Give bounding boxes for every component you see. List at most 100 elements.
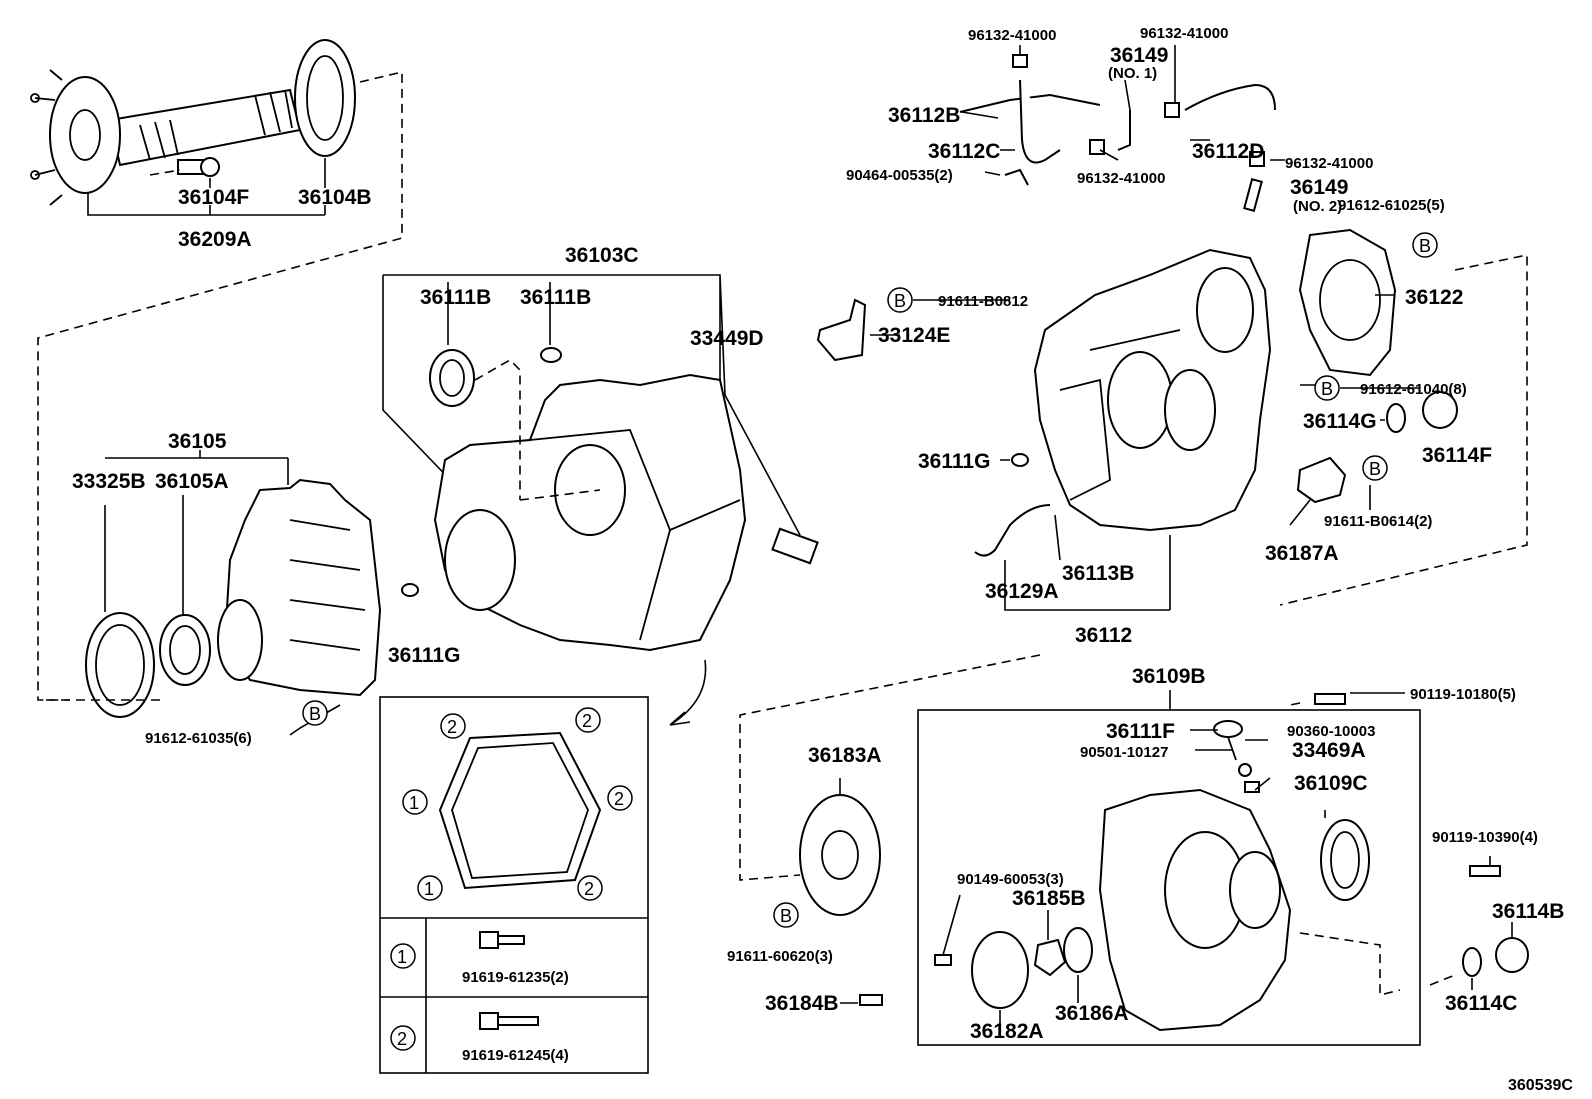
label-33469A: 33469A (1292, 739, 1366, 762)
svg-text:1: 1 (409, 793, 419, 813)
bearing-36105A (159, 614, 211, 686)
pipe-36149-2 (1243, 177, 1263, 213)
legend-marker-1 (390, 943, 416, 969)
svg-text:2: 2 (397, 1029, 407, 1049)
pipe-36149-1 (1117, 110, 1131, 151)
cover-frame (917, 709, 1421, 1046)
plug-36111G (401, 583, 419, 597)
bolt-90119-10180 (1314, 693, 1346, 705)
label-90464-00535: 90464-00535(2) (846, 167, 953, 184)
plug-36111G-b (1011, 453, 1029, 467)
bolt-marker-b (887, 287, 913, 313)
bolt-marker-b (773, 902, 799, 928)
inset-markers: 2 2 1 2 1 2 1 2 (390, 707, 633, 1051)
washer-36114C (1462, 947, 1482, 977)
cover-36122 (1298, 228, 1397, 377)
extension-housing (223, 478, 382, 697)
label-90119-10180: 90119-10180(5) (1410, 686, 1516, 703)
bolt-2-icon (479, 1012, 499, 1030)
rear-cover-group (799, 690, 1529, 1046)
label-36109B: 36109B (1132, 665, 1206, 688)
hose-36112D (1184, 83, 1276, 111)
label-90119-10390: 90119-10390(4) (1432, 829, 1538, 846)
label-96132-41000-b: 96132-41000 (1140, 25, 1228, 42)
svg-text:2: 2 (614, 789, 624, 809)
svg-text:2: 2 (447, 717, 457, 737)
clip-96132-b (1164, 102, 1180, 118)
label-36111B-a: 36111B (420, 286, 491, 309)
label-36149-no2: 36149 (1290, 176, 1348, 199)
plate-36183A (799, 794, 881, 916)
plug-36114B (1495, 937, 1529, 973)
output-shaft-group (30, 39, 403, 701)
label-33124E: 33124E (878, 324, 950, 347)
plug-36114F (1422, 391, 1458, 429)
oil-seal-33325B (85, 612, 155, 718)
gear-36182A (971, 931, 1029, 1009)
bolt-marker-b-text: B (309, 704, 321, 724)
label-36186A: 36186A (1055, 1002, 1129, 1025)
label-33449D: 33449D (690, 327, 764, 350)
label-90360-10003: 90360-10003 (1287, 723, 1375, 740)
bolt-pattern-inset (379, 696, 649, 1074)
svg-text:B: B (1419, 236, 1431, 256)
label-96132-41000-a: 96132-41000 (968, 27, 1056, 44)
gear-36186A (1063, 927, 1093, 973)
label-36113B: 36113B (1062, 562, 1134, 585)
label-36114G: 36114G (1303, 410, 1377, 433)
label-96132-41000-c: 96132-41000 (1285, 155, 1373, 172)
label-36104B: 36104B (298, 186, 372, 209)
label-91612-61035: 91612-61035(6) (145, 730, 252, 747)
label-36104F: 36104F (178, 186, 249, 209)
label-36114C: 36114C (1445, 992, 1517, 1015)
label-91611-B0614: 91611-B0614(2) (1324, 513, 1432, 530)
pad-33449D (771, 527, 819, 565)
label-36187A: 36187A (1265, 542, 1339, 565)
label-33325B: 33325B (72, 470, 146, 493)
bracket-33124E (816, 298, 867, 362)
rear-case-group (739, 228, 1528, 881)
label-36109C: 36109C (1294, 772, 1368, 795)
svg-text:B: B (1369, 459, 1381, 479)
clip-96132-c (1249, 151, 1265, 167)
label-36184B: 36184B (765, 992, 839, 1015)
label-36182A: 36182A (970, 1020, 1044, 1043)
cover-36187A (1296, 456, 1347, 504)
plug-33469A (1244, 781, 1260, 793)
svg-text:1: 1 (424, 879, 434, 899)
bolt-marker-b (302, 700, 328, 726)
seal-36109C (1320, 819, 1370, 901)
label-90149-60053: 90149-60053(3) (957, 871, 1064, 888)
output-flange (49, 76, 121, 194)
figure-code: 360539C (1508, 1077, 1573, 1094)
breather-hose-group (959, 45, 1285, 213)
bolt-marker-b (1412, 232, 1438, 258)
label-36149-no1: 36149 (1110, 44, 1168, 67)
label-36185B: 36185B (1012, 887, 1086, 910)
label-36209A: 36209A (178, 228, 252, 251)
label-36111F: 36111F (1106, 720, 1175, 743)
clamp-90464 (1004, 168, 1029, 186)
ball-90360 (1238, 763, 1252, 777)
screw-90149 (934, 954, 952, 966)
label-36111G-a: 36111G (388, 644, 460, 667)
label-36149-no1-note: (NO. 1) (1108, 65, 1157, 82)
label-91612-61040: 91612-61040(8) (1360, 381, 1467, 398)
legend-marker-2 (390, 1025, 416, 1051)
label-91611-B0812: 91611-B0812 (938, 293, 1028, 310)
svg-text:2: 2 (584, 879, 594, 899)
inset-bolts (479, 931, 539, 1030)
label-90501-10127: 90501-10127 (1080, 744, 1168, 761)
label-36129A: 36129A (985, 580, 1059, 603)
label-36112: 36112 (1075, 624, 1132, 647)
label-36111B-b: 36111B (520, 286, 591, 309)
svg-text:B: B (780, 906, 792, 926)
dipstick-36129A (974, 504, 1051, 557)
svg-text:2: 2 (582, 711, 592, 731)
bolt-1-icon (479, 931, 499, 949)
front-case-group (382, 274, 819, 726)
part-36185B (1033, 938, 1067, 977)
label-96132-41000-d: 96132-41000 (1077, 170, 1165, 187)
label-36114B: 36114B (1492, 900, 1564, 923)
